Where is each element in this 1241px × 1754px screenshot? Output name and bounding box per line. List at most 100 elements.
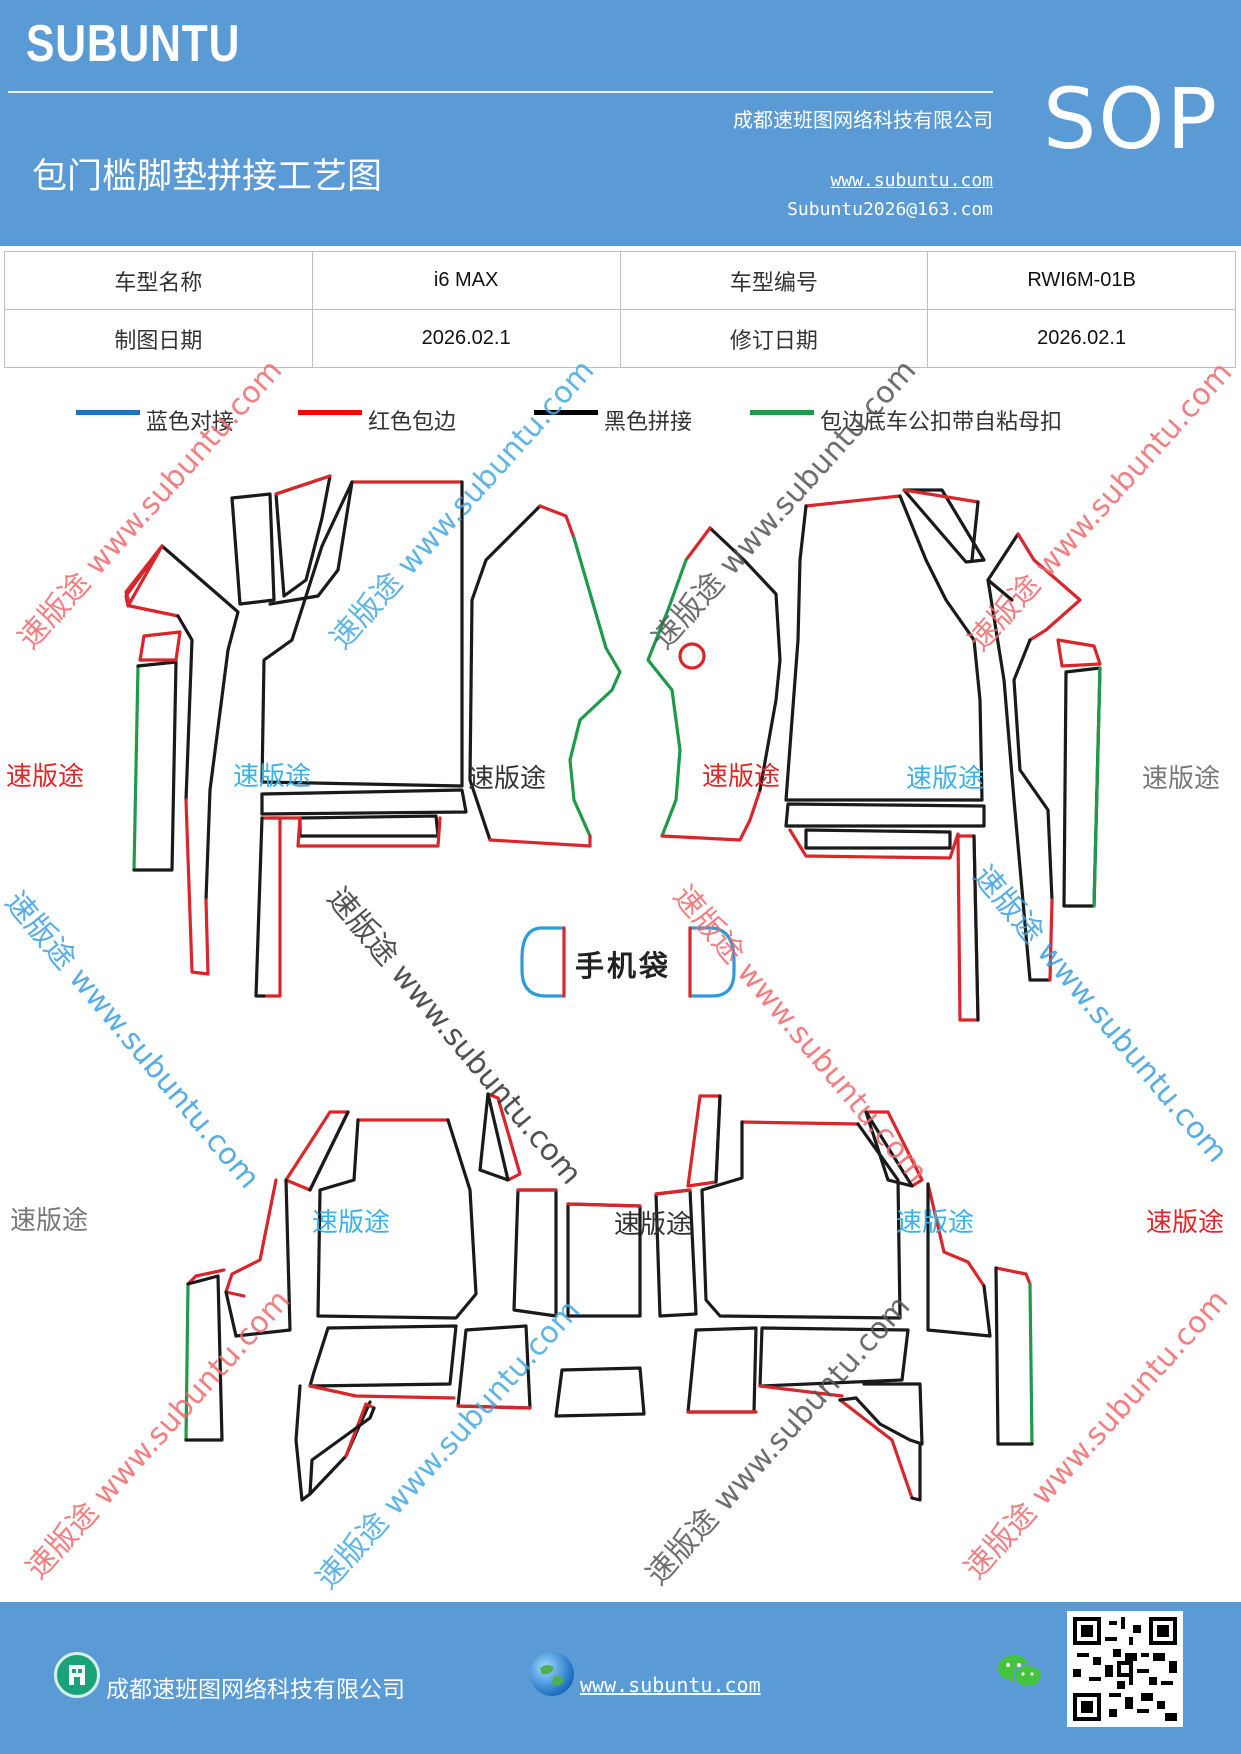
mat-piece xyxy=(854,1382,924,1446)
watermark-text: 速版途 xyxy=(6,762,85,792)
email-address: Subuntu2026@163.com xyxy=(787,199,993,220)
watermark-diagonal: 速版途 www.subuntu.com xyxy=(961,355,1240,659)
watermark-diagonal: 速版途 www.subuntu.com xyxy=(309,1293,588,1597)
mat-piece xyxy=(902,488,980,504)
qr-code xyxy=(1067,1611,1183,1727)
mat-piece xyxy=(1092,666,1102,908)
mat-piece xyxy=(274,474,332,598)
watermark-text: 速版途 xyxy=(10,1206,89,1236)
lower-right-mat-group xyxy=(654,1094,1034,1502)
mat-piece xyxy=(160,544,240,902)
header-banner xyxy=(0,0,1241,246)
mat-piece xyxy=(784,494,984,802)
mat-piece xyxy=(224,1178,278,1298)
legend-swatch xyxy=(534,409,598,415)
mat-piece xyxy=(274,474,332,496)
revise-date-label: 修订日期 xyxy=(619,309,929,368)
watermark-diagonal: 速版途 www.subuntu.com xyxy=(665,879,935,1190)
phone-pocket-left xyxy=(520,926,566,998)
mat-piece xyxy=(284,1110,350,1192)
mat-piece xyxy=(804,494,902,508)
mat-piece xyxy=(902,488,986,564)
watermark-diagonal: 速版途 www.subuntu.com xyxy=(319,881,589,1192)
mat-piece xyxy=(294,1384,372,1502)
watermark-text: 速版途 xyxy=(614,1210,693,1240)
mat-piece xyxy=(344,1402,376,1458)
mat-piece xyxy=(784,802,986,828)
watermark-text: 速版途 xyxy=(906,764,985,794)
mat-piece xyxy=(568,536,622,838)
table-row: 制图日期 2026.02.1 修订日期 2026.02.1 xyxy=(4,309,1236,368)
mat-piece xyxy=(184,798,210,976)
mat-piece xyxy=(804,828,952,850)
mat-piece xyxy=(838,1398,914,1500)
mat-piece xyxy=(740,1120,860,1126)
watermark-text: 速版途 xyxy=(702,762,781,792)
header-divider xyxy=(8,91,993,93)
draw-date-value: 2026.02.1 xyxy=(311,309,621,368)
mat-piece xyxy=(260,788,468,816)
watermark-diagonal: 速版途 www.subuntu.com xyxy=(323,353,602,657)
mat-piece xyxy=(538,504,576,540)
mat-piece xyxy=(994,1266,1032,1286)
mat-piece xyxy=(132,660,178,872)
watermark-text: 速版途 xyxy=(1142,764,1221,794)
footer-website-link[interactable]: www.subuntu.com xyxy=(580,1673,761,1697)
legend-swatch xyxy=(76,409,140,415)
mat-piece xyxy=(308,1384,456,1400)
table-row: 车型名称 i6 MAX 车型编号 RWI6M-01B xyxy=(4,251,1236,310)
mat-piece xyxy=(654,1188,692,1196)
legend-red: 红色包边 xyxy=(298,404,456,436)
watermark-diagonal: 速版途 www.subuntu.com xyxy=(0,885,267,1196)
mat-piece xyxy=(176,614,194,802)
mat-piece xyxy=(1062,666,1102,908)
mat-piece xyxy=(186,1268,226,1286)
draw-date-label: 制图日期 xyxy=(4,309,313,368)
model-code-value: RWI6M-01B xyxy=(927,251,1236,310)
watermark-diagonal: 速版途 www.subuntu.com xyxy=(11,353,290,657)
watermark-diagonal: 速版途 www.subuntu.com xyxy=(19,1283,298,1587)
legend-label: 黑色拼接 xyxy=(604,410,693,435)
mat-piece xyxy=(994,1266,1034,1446)
brand-logo: SUBUNTU xyxy=(26,15,241,73)
mat-piece xyxy=(268,480,354,606)
mat-piece xyxy=(298,814,440,838)
vehicle-info-table: 车型名称 i6 MAX 车型编号 RWI6M-01B 制图日期 2026.02.… xyxy=(4,251,1236,368)
mat-piece xyxy=(956,834,980,1022)
watermark-diagonal: 速版途 www.subuntu.com xyxy=(957,1283,1236,1587)
mat-piece xyxy=(1056,638,1102,668)
qr-code-pattern xyxy=(1073,1617,1177,1721)
model-code-label: 车型编号 xyxy=(619,251,929,310)
model-name-label: 车型名称 xyxy=(4,251,313,310)
watermark-text: 速版途 xyxy=(468,764,547,794)
legend-swatch xyxy=(298,409,362,415)
sop-badge: SOP xyxy=(1043,70,1220,168)
mat-piece xyxy=(838,1396,858,1402)
wechat-glyph xyxy=(998,1655,1043,1688)
footer-company-name: 成都速班图网络科技有限公司 xyxy=(106,1677,405,1703)
mat-piece xyxy=(1028,1282,1034,1446)
building-glyph xyxy=(69,1665,85,1685)
mat-piece xyxy=(700,1120,902,1320)
mat-piece xyxy=(488,834,592,848)
mat-piece xyxy=(686,1326,758,1414)
mat-piece xyxy=(260,816,282,998)
mat-piece xyxy=(230,492,276,606)
watermark-diagonal: 速版途 www.subuntu.com xyxy=(639,1289,918,1593)
mat-piece xyxy=(1012,638,1054,902)
legend-label: 红色包边 xyxy=(368,410,457,435)
legend-label: 包边底车公扣带自粘母扣 xyxy=(820,410,1063,435)
mat-piece xyxy=(132,664,140,872)
globe-glyph xyxy=(540,1665,564,1686)
company-name: 成都速班图网络科技有限公司 xyxy=(733,108,993,132)
website-link[interactable]: www.subuntu.com xyxy=(830,170,993,191)
mat-piece xyxy=(660,788,762,842)
mat-piece xyxy=(124,544,180,618)
legend-swatch xyxy=(750,409,814,415)
mat-piece xyxy=(138,630,182,662)
mat-piece xyxy=(910,1442,922,1502)
mat-piece xyxy=(970,500,980,562)
mat-piece xyxy=(268,816,442,848)
building-icon xyxy=(54,1652,100,1698)
mat-piece xyxy=(714,1094,722,1184)
